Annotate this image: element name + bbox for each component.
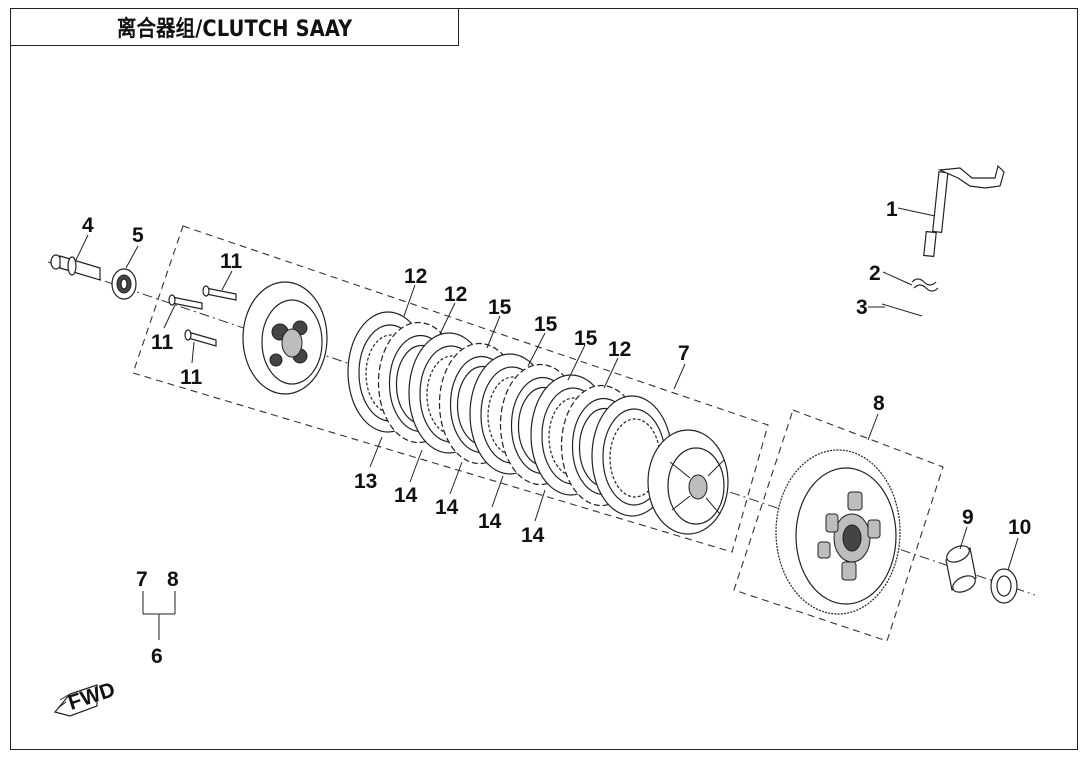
callout-14-c: 14 <box>478 510 502 533</box>
callout-10: 10 <box>1008 516 1031 539</box>
callout-14-a: 14 <box>394 484 418 507</box>
callout-7-kit: 7 <box>136 568 148 591</box>
callout-12-b: 12 <box>444 283 467 306</box>
part-pin <box>881 303 923 317</box>
callout-7-group: 7 <box>678 342 690 365</box>
group-box-8 <box>733 409 944 642</box>
part-bolts-11 <box>168 285 237 347</box>
part-clutch-basket <box>775 449 901 615</box>
part-spring <box>911 278 939 292</box>
callout-13: 13 <box>354 470 377 493</box>
part-bolt <box>50 254 101 281</box>
callout-12-c: 12 <box>608 338 631 361</box>
callout-14-b: 14 <box>435 496 459 519</box>
part-push-rod <box>923 164 1005 258</box>
callout-14-d: 14 <box>521 524 545 547</box>
callout-15-c: 15 <box>574 327 598 350</box>
callout-9: 9 <box>962 506 974 529</box>
title-box: 离合器组/CLUTCH SAAY <box>10 8 459 46</box>
callout-labels: 1 2 3 4 5 6 7 7 8 8 9 10 11 11 11 12 12 … <box>82 198 1031 668</box>
callout-2: 2 <box>869 262 881 285</box>
callout-4: 4 <box>82 214 94 237</box>
part-clutch-hub <box>647 429 729 535</box>
callout-1: 1 <box>886 198 898 221</box>
diagram-title: 离合器组/CLUTCH SAAY <box>116 17 353 42</box>
callout-11-b: 11 <box>151 331 174 354</box>
part-bearing <box>111 268 137 300</box>
leader-lines <box>75 207 1019 640</box>
fwd-label: FWD <box>65 678 118 715</box>
callout-3: 3 <box>856 296 868 319</box>
callout-12-a: 12 <box>404 265 427 288</box>
callout-8-kit: 8 <box>167 568 179 591</box>
part-washer <box>990 568 1018 604</box>
callout-8-group: 8 <box>873 392 885 415</box>
fwd-arrow-icon: FWD <box>53 678 118 717</box>
group-box-7 <box>132 225 769 553</box>
callout-5: 5 <box>132 224 144 247</box>
part-sleeve <box>945 545 977 593</box>
drawing-frame <box>10 8 1078 750</box>
clutch-plate-stack <box>347 311 673 517</box>
callout-11-c: 11 <box>180 366 203 389</box>
callout-11-a: 11 <box>220 250 243 273</box>
callout-15-a: 15 <box>488 296 512 319</box>
callout-15-b: 15 <box>534 313 558 336</box>
part-pressure-plate <box>242 281 328 395</box>
callout-6: 6 <box>151 645 163 668</box>
